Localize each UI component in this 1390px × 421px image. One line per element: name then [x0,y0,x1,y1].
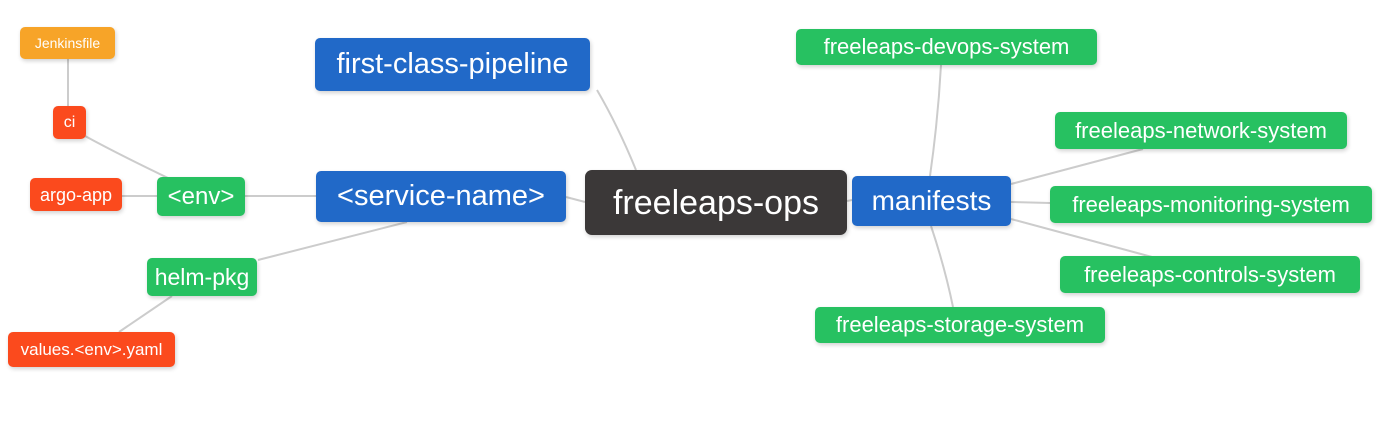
node-freeleaps-devops-system[interactable]: freeleaps-devops-system [796,29,1097,65]
edge-ci-env [84,135,169,179]
node-service-name[interactable]: <service-name> [316,171,566,222]
node-freeleaps-network-system[interactable]: freeleaps-network-system [1055,112,1347,149]
node-jenkinsfile[interactable]: Jenkinsfile [20,27,115,59]
node-env[interactable]: <env> [157,177,245,216]
edge-manifests-controls [1010,218,1153,258]
node-freeleaps-monitoring-system[interactable]: freeleaps-monitoring-system [1050,186,1372,223]
edge-manifests-monitoring [1010,201,1051,204]
edge-manifests-storage [930,225,954,308]
node-ci[interactable]: ci [53,106,86,139]
node-freeleaps-storage-system[interactable]: freeleaps-storage-system [815,307,1105,343]
node-values-env-yaml[interactable]: values.<env>.yaml [8,332,175,367]
edge-manifests-network [1010,148,1144,185]
edge-values-helm-pkg [118,295,173,333]
node-helm-pkg[interactable]: helm-pkg [147,258,257,296]
node-argo-app[interactable]: argo-app [30,178,122,211]
edge-service-name-ops [565,196,586,203]
node-freeleaps-ops-root[interactable]: freeleaps-ops [585,170,847,235]
edge-devops-manifests [929,64,942,177]
edge-ops-manifests [846,199,853,202]
edge-pipeline-ops [596,89,637,171]
node-manifests[interactable]: manifests [852,176,1011,226]
node-freeleaps-controls-system[interactable]: freeleaps-controls-system [1060,256,1360,293]
node-first-class-pipeline[interactable]: first-class-pipeline [315,38,590,91]
edge-helm-pkg-service-name [257,221,408,261]
